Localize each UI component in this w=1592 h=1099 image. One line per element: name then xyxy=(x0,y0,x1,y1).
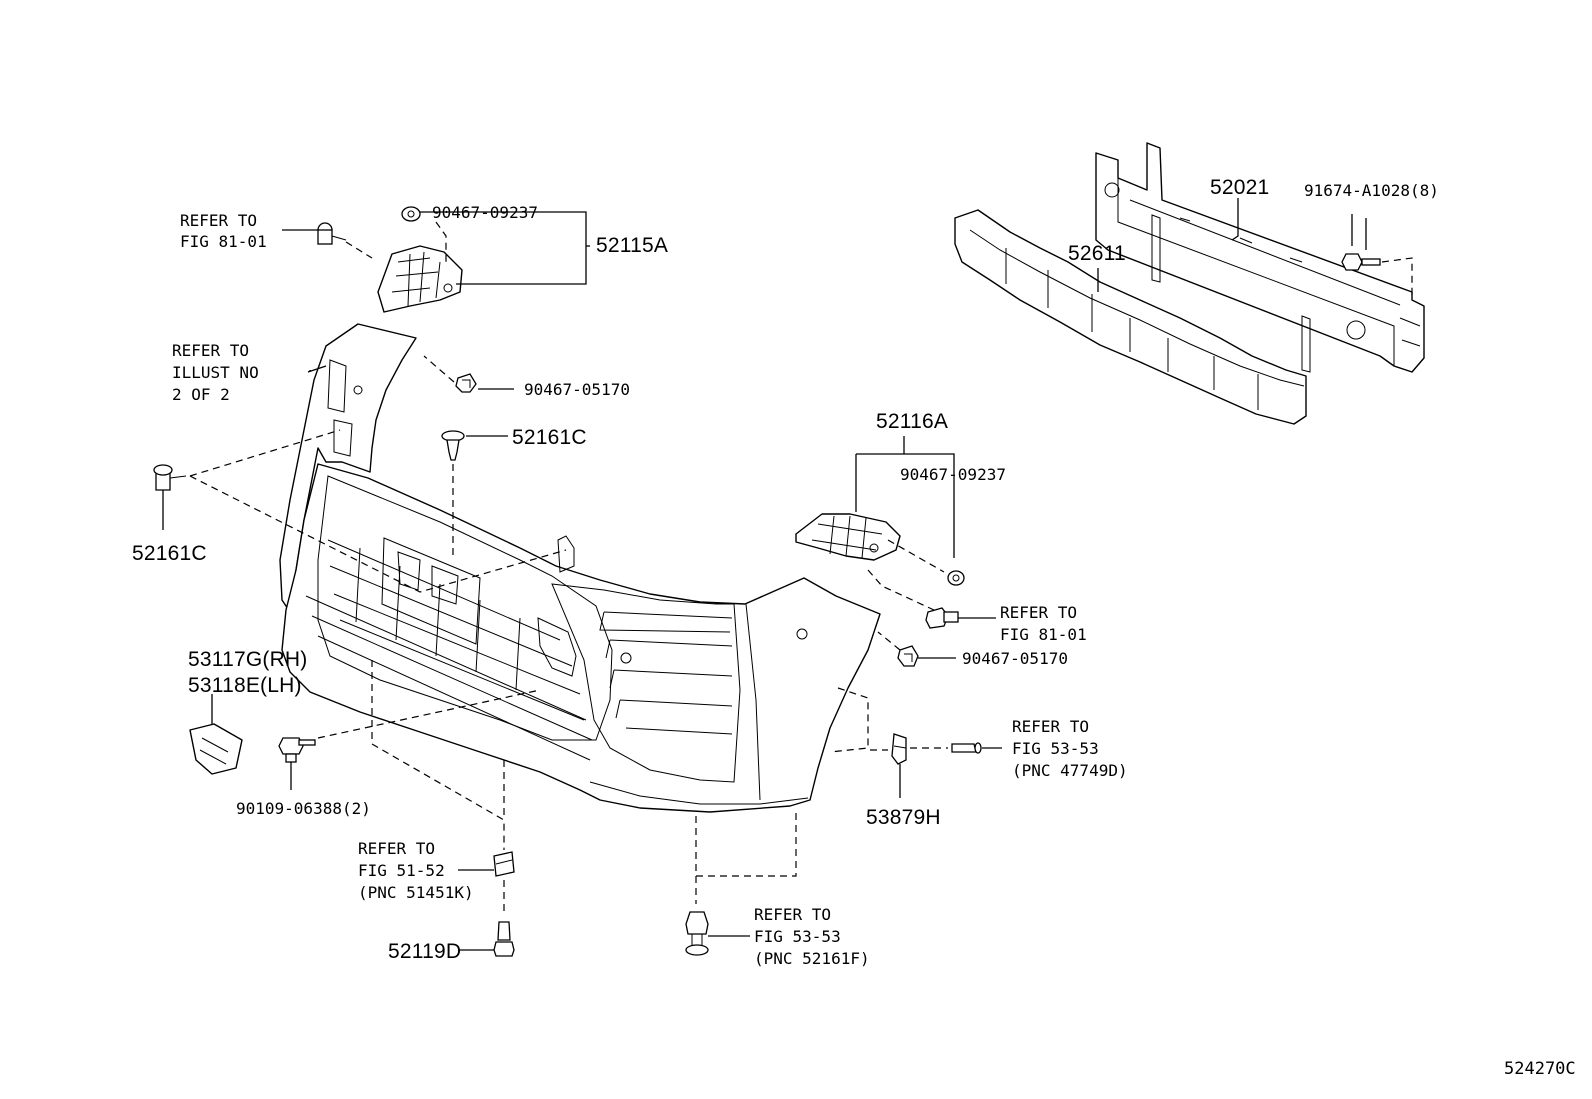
ref-bottom-51-line1: REFER TO xyxy=(358,839,435,858)
part-label-52115A: 52115A xyxy=(596,234,668,257)
ref-top-left-line2: FIG 81-01 xyxy=(180,232,267,251)
bolt-icon[interactable] xyxy=(278,737,316,763)
part-label-90467-09237-top: 90467-09237 xyxy=(432,203,538,222)
clip-icon[interactable] xyxy=(493,851,515,877)
part-label-52611: 52611 xyxy=(1068,242,1126,265)
part-label-53118E: 53118E(LH) xyxy=(188,674,302,697)
part-label-90467-09237-right: 90467-09237 xyxy=(900,465,1006,484)
ref-right-81-line2: FIG 81-01 xyxy=(1000,625,1087,644)
part-label-90109: 90109-06388(2) xyxy=(236,799,371,818)
ref-bottom-51-line3: (PNC 51451K) xyxy=(358,883,474,902)
bolt-icon[interactable] xyxy=(925,607,959,629)
front-bumper-cover[interactable] xyxy=(279,323,881,813)
sensor-icon[interactable] xyxy=(891,733,907,765)
part-label-53117G: 53117G(RH) xyxy=(188,648,308,671)
ref-illust-line3: 2 OF 2 xyxy=(172,385,230,404)
part-label-90467-05170-right: 90467-05170 xyxy=(962,649,1068,668)
part-label-52161C-left: 52161C xyxy=(132,542,207,565)
ref-right-53-line1: REFER TO xyxy=(1012,717,1089,736)
grommet-icon[interactable] xyxy=(153,464,187,491)
bumper-absorber-52611[interactable] xyxy=(954,209,1307,425)
clip-icon[interactable] xyxy=(685,911,709,956)
bracket-icon[interactable] xyxy=(795,513,901,561)
screw-icon[interactable] xyxy=(493,921,515,957)
ref-bottom-53-line1: REFER TO xyxy=(754,905,831,924)
ref-bottom-51-line2: FIG 51-52 xyxy=(358,861,445,880)
ref-illust-line1: REFER TO xyxy=(172,341,249,360)
ref-right-81-line1: REFER TO xyxy=(1000,603,1077,622)
screw-icon[interactable] xyxy=(947,570,965,586)
bumper-reinforcement-52021[interactable] xyxy=(1095,142,1425,373)
part-label-52116A: 52116A xyxy=(876,410,948,433)
part-label-53879H: 53879H xyxy=(866,806,941,829)
part-label-52161C-center: 52161C xyxy=(512,426,587,449)
ref-bottom-53-line3: (PNC 52161F) xyxy=(754,949,870,968)
part-label-52119D: 52119D xyxy=(388,940,461,963)
bolt-icon[interactable] xyxy=(1341,253,1381,271)
grommet-icon[interactable] xyxy=(441,430,465,461)
ref-right-53-line3: (PNC 47749D) xyxy=(1012,761,1128,780)
clip-icon[interactable] xyxy=(897,645,919,667)
screw-icon[interactable] xyxy=(401,206,421,222)
ref-right-53-line2: FIG 53-53 xyxy=(1012,739,1099,758)
part-label-52021: 52021 xyxy=(1210,176,1269,199)
ref-bottom-53-line2: FIG 53-53 xyxy=(754,927,841,946)
illustration-code: 524270C xyxy=(1504,1059,1576,1079)
bracket-icon[interactable] xyxy=(377,245,463,313)
ref-illust-line2: ILLUST NO xyxy=(172,363,259,382)
part-label-91674: 91674-A1028(8) xyxy=(1304,181,1439,200)
screw-icon[interactable] xyxy=(951,742,982,754)
ref-top-left-line1: REFER TO xyxy=(180,211,257,230)
clip-icon[interactable] xyxy=(455,373,477,393)
part-label-90467-05170-left: 90467-05170 xyxy=(524,380,630,399)
retainer-icon[interactable] xyxy=(189,723,243,775)
bolt-icon[interactable] xyxy=(317,222,347,245)
